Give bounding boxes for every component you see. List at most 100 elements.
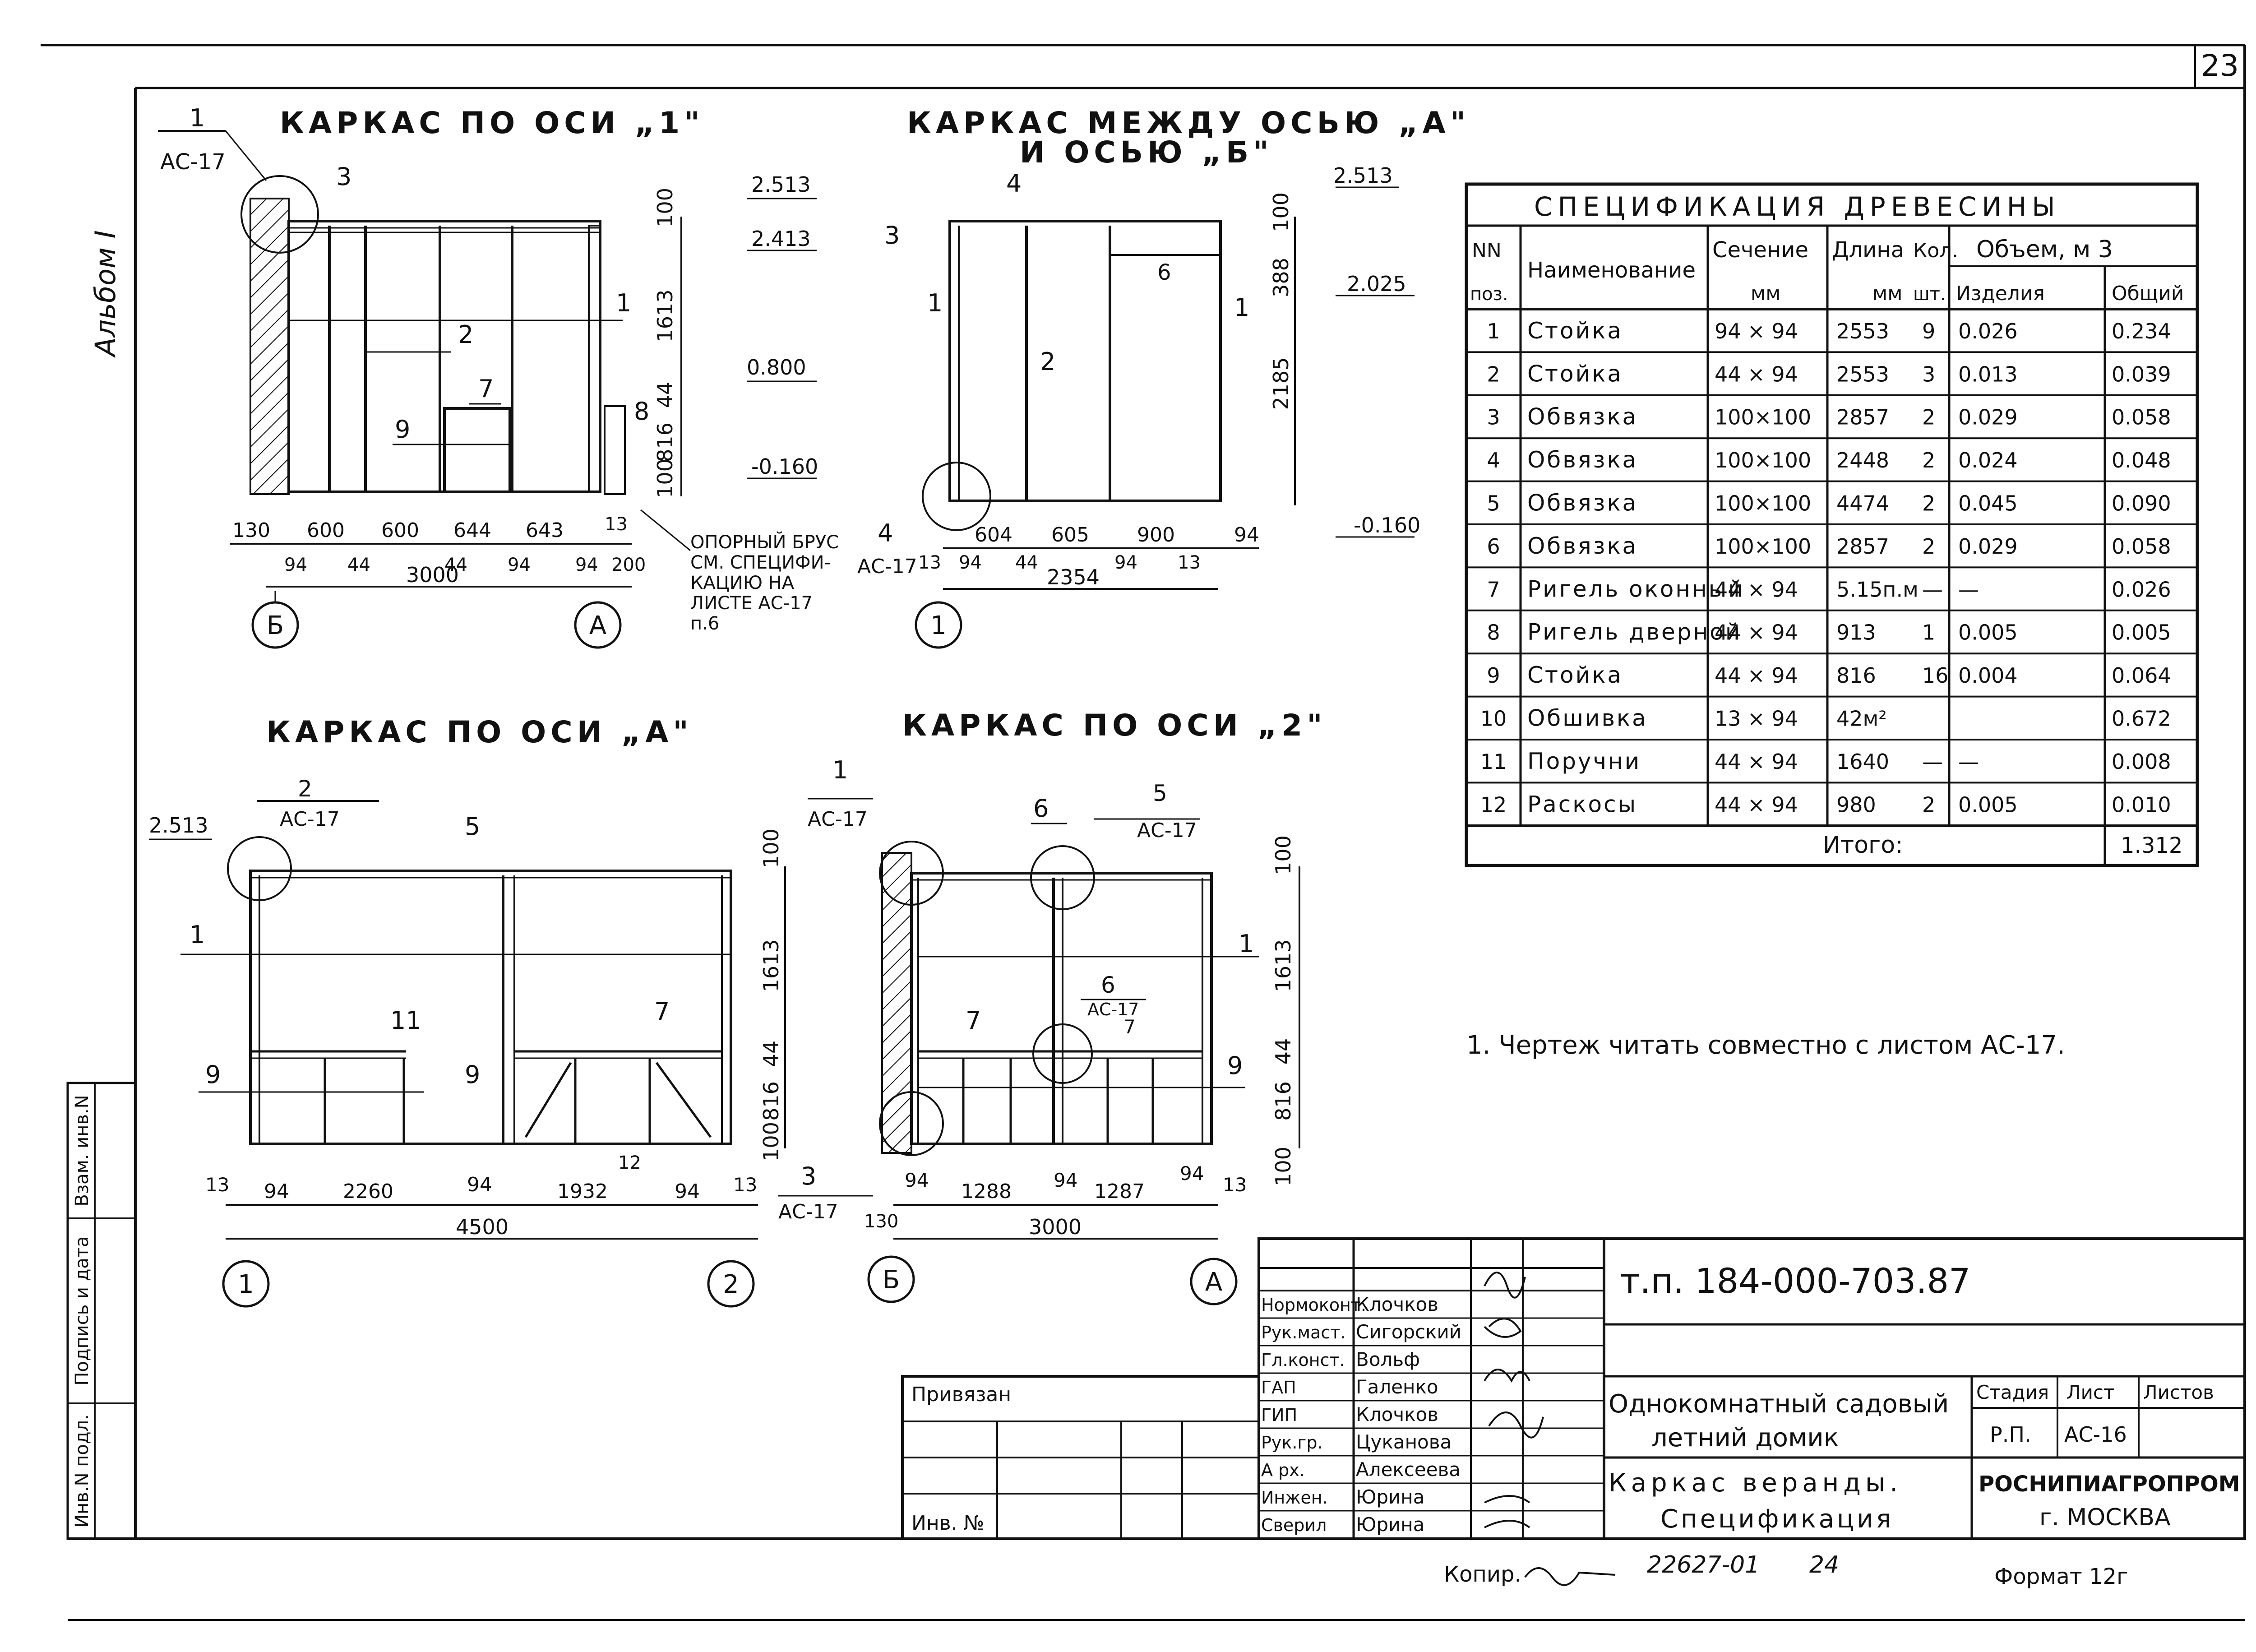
hdim: 94 — [1234, 523, 1259, 546]
copier-signature — [1524, 1567, 1616, 1586]
hdr-section: Сечение — [1712, 237, 1808, 263]
order-number: 22627-01 — [1647, 1551, 1760, 1578]
hdim: 13 — [605, 514, 628, 535]
vdim: 100 — [1271, 835, 1295, 875]
vdim: 1613 — [1271, 939, 1295, 992]
spec-row-cell: — — [1958, 577, 1979, 602]
signer-role: Инжен. — [1261, 1488, 1328, 1508]
org-city: г. МОСКВА — [2039, 1504, 2171, 1531]
sheet-name-2: Спецификация — [1660, 1504, 1894, 1534]
note-line: КАЦИЮ НА — [690, 573, 795, 593]
frame-between-axes: КАРКАС МЕЖДУ ОСЬЮ „А" И ОСЬЮ „Б" 4 АС-17… — [857, 106, 1465, 649]
spec-row-number: 2 — [1487, 362, 1500, 386]
spec-row-cell: 2857 — [1836, 405, 1889, 430]
spec-row-cell: 44 × 94 — [1715, 620, 1798, 645]
spec-row-cell: 0.013 — [1958, 362, 2018, 386]
wall-hatch — [881, 852, 912, 1154]
spec-row-name: Обвязка — [1527, 447, 1638, 473]
hdim: 600 — [381, 519, 419, 542]
spec-row-cell: 0.672 — [2112, 706, 2171, 731]
hdr-length: Длина — [1832, 237, 1904, 263]
spec-row-number: 10 — [1480, 706, 1507, 731]
hdr-qty-unit: шт. — [1913, 284, 1946, 305]
spec-row-cell: 0.058 — [2112, 405, 2171, 430]
spec-row-cell: 0.026 — [1958, 319, 2018, 343]
note-line: п.6 — [690, 613, 719, 634]
spec-row-name: Обвязка — [1527, 404, 1638, 430]
spec-row-name: Поручни — [1527, 748, 1641, 774]
between-title-2: И ОСЬЮ „Б" — [1020, 135, 1273, 170]
callout-sheet: АС-17 — [1087, 1000, 1139, 1019]
spec-row-cell: 2 — [1922, 491, 1935, 515]
axis-letter: Б — [267, 611, 284, 640]
spec-row-cell: 0.090 — [2112, 491, 2171, 515]
hdim: 900 — [1137, 523, 1175, 546]
spec-row-cell: 0.005 — [1958, 620, 2018, 645]
vdim: 816 — [653, 422, 677, 462]
side-stamp: Инв.N подл. Подпись и дата Взам. инв.N — [66, 1082, 137, 1540]
spec-row-cell: 816 — [1836, 663, 1876, 688]
spec-row-cell: 2 — [1922, 792, 1935, 817]
spec-row-number: 5 — [1487, 491, 1500, 515]
hdr-section-unit: мм — [1751, 282, 1780, 305]
pos-label: 8 — [634, 397, 649, 426]
pos-label: 5 — [465, 812, 480, 841]
org-name: РОСНИПИАГРОПРОМ — [1979, 1472, 2240, 1497]
spec-row-cell: — — [1958, 750, 1979, 774]
detail-callout-circle — [240, 175, 319, 254]
hdim: 94 — [675, 1180, 700, 1203]
spec-row-name: Раскосы — [1527, 791, 1637, 817]
stamp-sign-label: Подпись и дата — [72, 1236, 92, 1385]
vdim: 2185 — [1269, 357, 1293, 410]
spec-row-name: Ригель оконный — [1527, 576, 1745, 602]
spec-row-cell: 0.005 — [1958, 792, 2018, 817]
pos-label: 9 — [205, 1060, 221, 1089]
hdr-length-unit: мм — [1872, 282, 1902, 305]
vdim: 44 — [759, 1041, 783, 1067]
level-mark: 2.413 — [751, 227, 811, 251]
pos-label: 11 — [390, 1006, 421, 1035]
hdim: 1288 — [961, 1180, 1012, 1203]
pos-label: 9 — [1227, 1051, 1243, 1080]
axis-2-title: КАРКАС ПО ОСИ „2" — [902, 708, 1327, 743]
hdim: 44 — [347, 555, 370, 575]
axis-letter: А — [589, 611, 606, 640]
stage-header: Стадия — [1976, 1381, 2049, 1403]
vdim: 100 — [653, 458, 677, 498]
spec-row-cell: 0.029 — [1958, 405, 2018, 430]
hdim: 94 — [264, 1180, 289, 1203]
hdim: 94 — [467, 1173, 492, 1196]
spec-row-number: 1 — [1487, 319, 1500, 343]
spec-row-number: 6 — [1487, 534, 1500, 559]
dim-total: 3000 — [406, 563, 459, 587]
spec-row-cell: 0.024 — [1958, 448, 2018, 472]
spec-row-cell: 1 — [1922, 620, 1935, 645]
callout-sheet: АС-17 — [778, 1200, 838, 1223]
signer-name: Клочков — [1356, 1403, 1438, 1425]
spec-row-cell: 44 × 94 — [1715, 750, 1798, 774]
hdim: 1932 — [557, 1180, 608, 1203]
spec-row-cell: 44 × 94 — [1715, 792, 1798, 817]
hdim: 94 — [1180, 1162, 1204, 1185]
hdim: 44 — [444, 555, 467, 575]
pos-label: 1 — [927, 289, 943, 317]
axis-letter: 1 — [930, 611, 947, 640]
callout-sheet: АС-17 — [160, 149, 226, 175]
signer-name: Алексеева — [1356, 1458, 1461, 1481]
pos-label: 6 — [1157, 260, 1171, 285]
callout-sheet: АС-17 — [280, 808, 340, 831]
stage-value: Р.П. — [1990, 1422, 2031, 1447]
detail-callout-circle — [879, 841, 944, 906]
order-num-2: 24 — [1809, 1551, 1839, 1578]
privyazan-label: Привязан — [911, 1383, 1011, 1406]
sheet-header: Лист — [2066, 1381, 2114, 1403]
copier-label: Копир. — [1444, 1562, 1521, 1587]
doc-code: т.п. 184-000-703.87 — [1620, 1261, 1970, 1301]
signature-scribbles — [1484, 1272, 1544, 1528]
page-number: 23 — [2201, 48, 2239, 83]
pos-label: 2 — [458, 320, 473, 349]
footer: Копир. 22627-01 24 Формат 12г — [1444, 1551, 2128, 1589]
spec-row-cell: 44 × 94 — [1715, 577, 1798, 602]
spec-row-number: 8 — [1487, 620, 1500, 645]
